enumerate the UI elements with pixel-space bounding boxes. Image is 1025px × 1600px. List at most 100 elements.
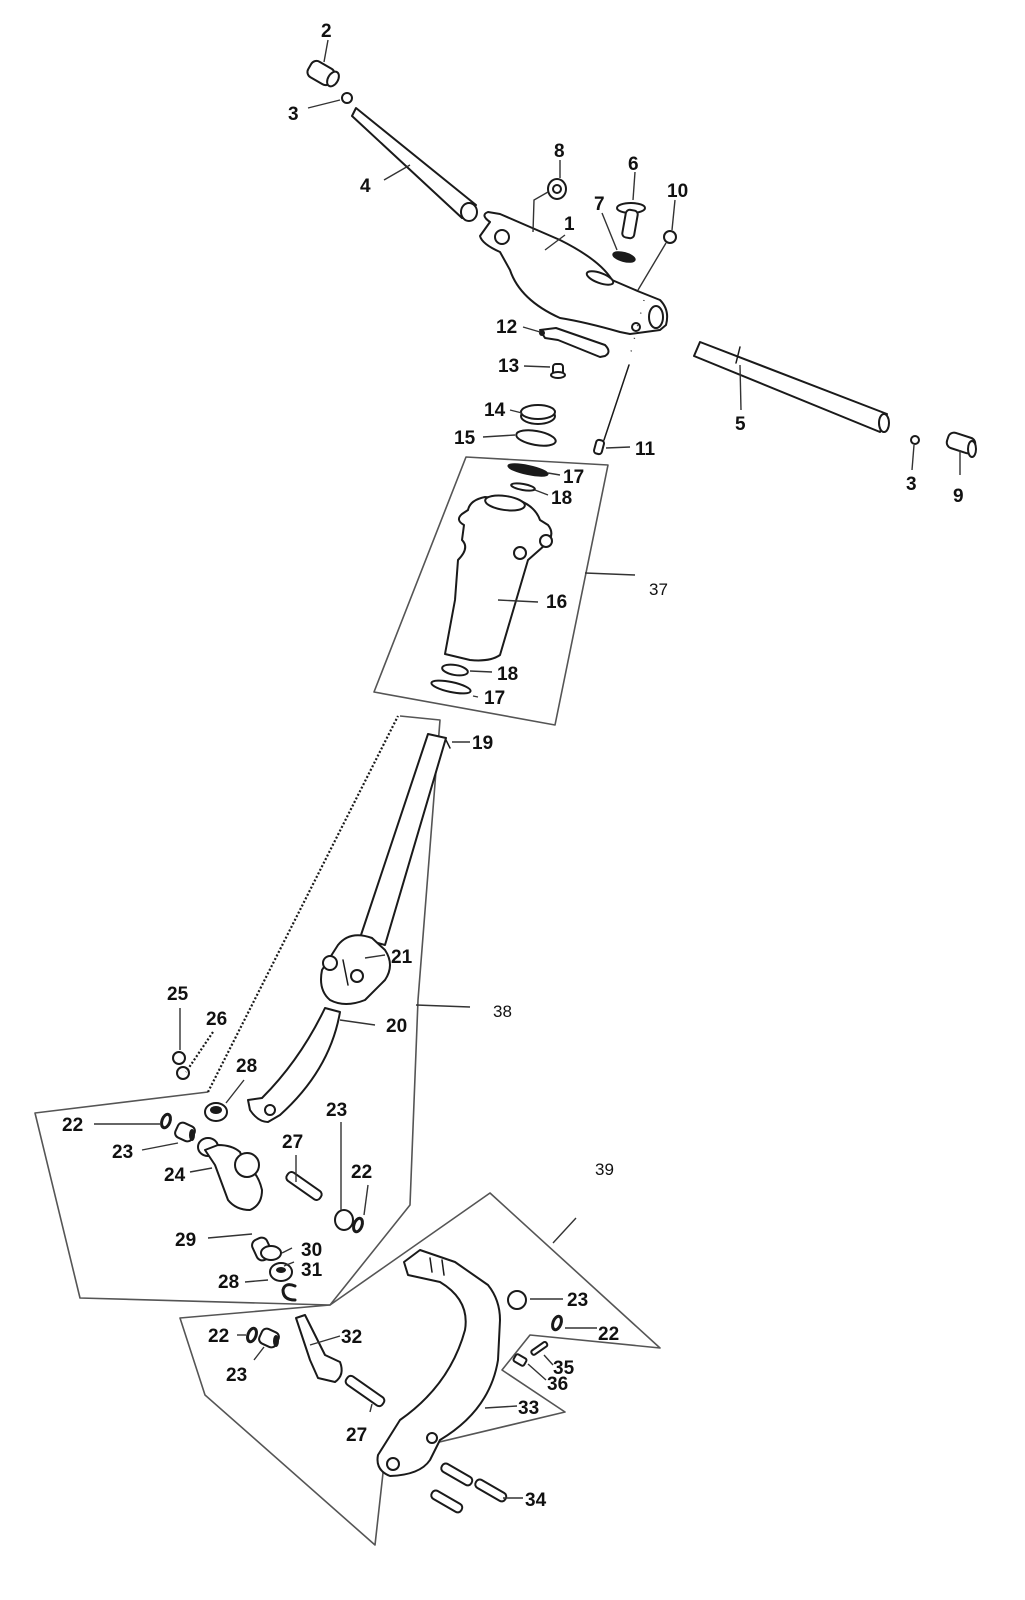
o-ring-part-22-g39-right	[551, 1314, 563, 1332]
callout-17-bottom: 17	[484, 688, 505, 709]
shaft-part-4	[351, 107, 478, 222]
callout-32: 32	[341, 1327, 362, 1348]
callout-10: 10	[667, 181, 688, 202]
bracket-part-1	[479, 211, 669, 335]
group-38-frame	[34, 715, 441, 1306]
o-ring-part-7	[612, 251, 636, 263]
bushing-part-23-left	[174, 1121, 196, 1143]
ring-part-15	[515, 429, 557, 447]
callout-labels: 1 2 3 3 4 5 6 7 8 9 10 11 12 13 14 15 16…	[62, 21, 964, 1511]
bolts-part-34	[430, 1462, 508, 1514]
callout-5: 5	[735, 414, 746, 435]
callout-22-c: 22	[208, 1326, 229, 1347]
callout-13: 13	[498, 356, 519, 377]
group-38-dashed-edge	[207, 715, 399, 1093]
callout-35: 35	[553, 1358, 575, 1379]
group-39-leader	[552, 1217, 577, 1244]
arm-part-32	[295, 1314, 343, 1383]
callout-3-right: 3	[906, 474, 917, 495]
callout-28-b: 28	[218, 1272, 239, 1293]
shaft-part-5	[693, 341, 890, 433]
callout-31: 31	[301, 1260, 323, 1281]
clip-part-19	[445, 739, 451, 749]
group-label-39: 39	[595, 1160, 614, 1179]
bushing-part-23-g39	[258, 1327, 280, 1349]
nut-part-8	[532, 178, 567, 233]
callout-22-d: 22	[598, 1324, 619, 1345]
leader-lines	[94, 39, 961, 1499]
callout-21: 21	[391, 947, 413, 968]
group-label-38: 38	[493, 1002, 512, 1021]
group-37-leader	[584, 572, 636, 576]
o-ring-part-22-g39	[246, 1326, 258, 1344]
callout-20: 20	[386, 1016, 407, 1037]
washer-part-28-lower	[269, 1262, 293, 1282]
seal-part-17-bottom	[430, 679, 472, 695]
callout-16: 16	[546, 592, 567, 613]
callout-7: 7	[594, 194, 605, 215]
lower-shaft-part-20	[247, 1007, 341, 1123]
callout-17-top: 17	[563, 467, 584, 488]
callout-6: 6	[628, 154, 639, 175]
group-label-37: 37	[649, 580, 668, 599]
callout-8: 8	[554, 141, 565, 162]
callout-3-top: 3	[288, 104, 299, 125]
callout-9: 9	[953, 486, 964, 507]
group-37-frame	[373, 456, 609, 726]
callout-27-b: 27	[346, 1425, 367, 1446]
callout-18-bottom: 18	[497, 664, 518, 685]
callout-34: 34	[525, 1490, 547, 1511]
bushing-part-23-right	[334, 1209, 354, 1231]
o-ring-part-22-right	[352, 1216, 364, 1234]
callout-25: 25	[167, 984, 189, 1005]
callout-33: 33	[518, 1398, 539, 1419]
callout-23-b: 23	[326, 1100, 347, 1121]
callout-28-a: 28	[236, 1056, 257, 1077]
nut-part-10	[637, 230, 677, 291]
nut-part-25	[172, 1051, 190, 1080]
pin-part-27-lower	[344, 1374, 386, 1408]
universal-joint-part-21	[320, 934, 391, 1005]
ring-part-30	[260, 1245, 282, 1261]
callout-18-top: 18	[551, 488, 572, 509]
washer-part-3-top	[341, 92, 353, 104]
callout-26: 26	[206, 1009, 227, 1030]
callout-24: 24	[164, 1165, 186, 1186]
callout-23-a: 23	[112, 1142, 133, 1163]
o-ring-part-22-left	[160, 1112, 172, 1130]
end-cap-part-9	[945, 431, 977, 458]
plate-part-12	[539, 327, 610, 358]
callout-22-a: 22	[62, 1115, 83, 1136]
bracket-part-33	[376, 1249, 501, 1477]
washer-part-18-bottom	[441, 663, 469, 677]
callout-1: 1	[564, 214, 575, 235]
circlip-part-31	[281, 1283, 297, 1302]
callout-29: 29	[175, 1230, 196, 1251]
callout-19: 19	[472, 733, 493, 754]
callout-4: 4	[360, 176, 371, 197]
callout-12: 12	[496, 317, 517, 338]
steering-shaft-upper	[359, 733, 447, 946]
pin-part-27-upper	[285, 1171, 323, 1201]
callout-2: 2	[321, 21, 332, 42]
screw-part-13	[550, 363, 566, 379]
callout-23-d: 23	[567, 1290, 588, 1311]
callout-23-c: 23	[226, 1365, 247, 1386]
pin-part-11	[592, 299, 645, 456]
callout-22-b: 22	[351, 1162, 372, 1183]
callout-27-a: 27	[282, 1132, 303, 1153]
callout-30: 30	[301, 1240, 322, 1261]
seal-part-17-top	[507, 463, 549, 477]
bolt-part-6	[616, 202, 646, 240]
group-38-leader	[415, 1004, 471, 1008]
bolt-part-35	[530, 1340, 549, 1356]
end-cap-part-2	[306, 59, 340, 88]
callout-11: 11	[635, 439, 656, 460]
bushing-part-14	[520, 404, 556, 425]
callout-36: 36	[547, 1374, 568, 1395]
washer-part-3-right	[910, 435, 920, 445]
housing-part-16	[444, 494, 553, 662]
pitman-arm-part-24	[197, 1137, 263, 1211]
block-part-36	[512, 1353, 528, 1367]
